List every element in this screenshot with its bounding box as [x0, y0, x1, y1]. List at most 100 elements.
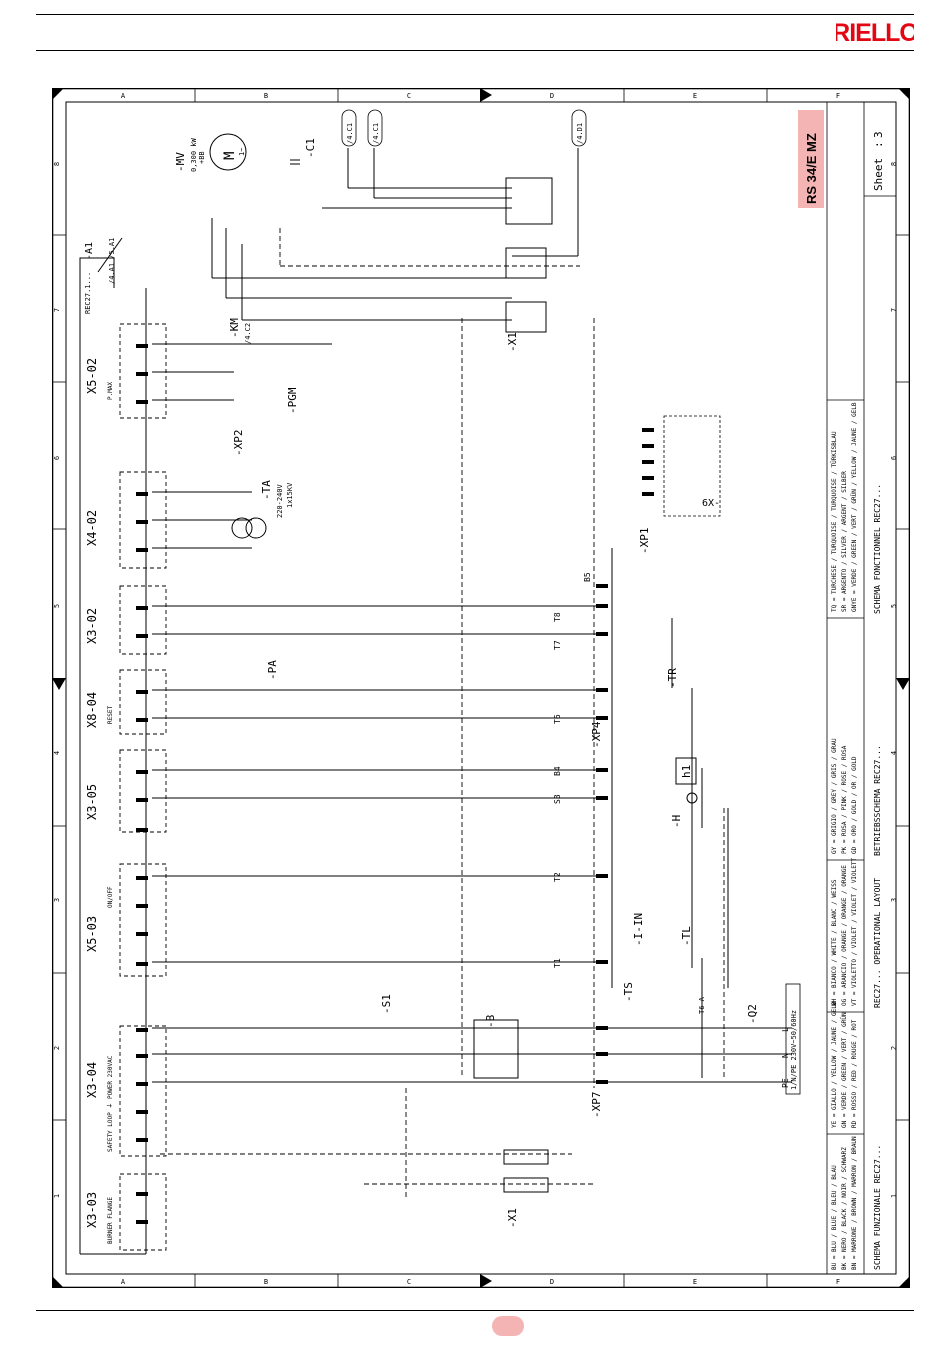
x3-03-sub: BURNER FLANGE: [107, 1197, 114, 1244]
xp2-label: -XP2: [232, 430, 245, 457]
ta-volt: 220-240V: [276, 483, 284, 518]
sheet-number: Sheet 3 :: [872, 131, 885, 191]
x4-02-label: X4-02: [85, 510, 99, 546]
row-5-right: 5: [890, 604, 898, 608]
row-2-left: 2: [53, 1046, 61, 1050]
terminal-labels: T1 T2 S3 B4 T6 T7 T8 B5 L N PE: [553, 572, 790, 1088]
h1-box: [675, 757, 697, 785]
x1b-label: -X1: [506, 1208, 519, 1228]
km-label: -KM: [228, 318, 241, 338]
cross-ref-texts: /4.C1 /4.C1 /4.D1: [346, 123, 584, 144]
term-L: L: [781, 1027, 790, 1032]
page-number-badge: [492, 1316, 524, 1336]
capacitor-symbol: [290, 159, 300, 165]
legend-gy: GY = GRIGIO / GREY / GRIS / GRAU: [831, 738, 838, 854]
x1-label: -X1: [506, 332, 519, 352]
supply-label: 1/N/PE 230V~50/60Hz: [790, 1010, 798, 1090]
row-7-left: 7: [53, 308, 61, 312]
km-ref: /4.C2: [244, 323, 252, 344]
term-PE: PE: [781, 1078, 790, 1088]
term-B4: B4: [553, 766, 562, 776]
ts-label: -TS: [622, 982, 635, 1002]
mv-power: 0,300 kW: [190, 137, 198, 172]
legend-rd: RD = ROSSO / RED / ROUGE / ROT: [851, 1019, 858, 1128]
h1-label: h1: [680, 765, 693, 778]
row-8-right: 8: [890, 162, 898, 166]
earth-terminal-2: [503, 1177, 549, 1193]
row-6-left: 6: [53, 456, 61, 460]
sheet-label: Sheet: [872, 158, 885, 191]
legend-tq: TQ = TURCHESE / TURQUOISE / TURQUOISE / …: [831, 431, 838, 612]
col-F-bottom: F: [836, 1278, 840, 1286]
col-E-top: E: [693, 92, 697, 100]
x8-04-label: X8-04: [85, 692, 99, 728]
xp7-label: -XP7: [590, 1092, 603, 1119]
plug-6x-label: 6X-: [702, 498, 720, 509]
ref-km: /4.C1: [346, 123, 354, 144]
col-A-top: A: [121, 92, 126, 100]
row-3-right: 3: [890, 898, 898, 902]
pgm-label: -PGM: [286, 387, 299, 414]
header-rule-bottom: [36, 50, 914, 51]
col-A-bottom: A: [121, 1278, 126, 1286]
legend-bu: BU = BLU / BLUE / BLEU / BLAU: [831, 1165, 838, 1270]
ref-n: /4.D1: [576, 123, 584, 144]
term-T7: T7: [553, 640, 562, 650]
brand-logo-text: RIELLO: [836, 19, 914, 46]
col-F-top: F: [836, 92, 840, 100]
mv-bb: +BB: [198, 151, 206, 164]
component-labels: -KM /4.C2 -PGM -XP2 -PA -TR -XP4 -XP1 -X…: [228, 318, 759, 1228]
legend-gd: GD = ORO / GOLD / OR / GOLD: [851, 756, 858, 854]
dashed-wiring: [160, 228, 725, 1198]
x3-04-sub: SAFETY LOOP ⏚ POWER 230VAC: [107, 1055, 114, 1152]
header-rule-top: [36, 14, 914, 15]
legend-pk: PK = ROSA / PINK / ROSE / ROSA: [841, 745, 848, 854]
footer-rule: [36, 1310, 914, 1311]
row-1-right: 1: [890, 1194, 898, 1198]
row-7-right: 7: [890, 308, 898, 312]
h-lamp-symbol: [686, 792, 698, 804]
tr-label: -TR: [666, 668, 679, 688]
in-label: -I-IN: [632, 913, 645, 946]
tl-label: -TL: [680, 926, 693, 946]
transformer-coil-2: [245, 517, 267, 539]
x5-02-sub: P.MAX: [107, 382, 114, 400]
title-it: SCHEMA FUNZIONALE REC27...: [873, 1145, 882, 1270]
row-8-left: 8: [53, 162, 61, 166]
row-5-left: 5: [53, 604, 61, 608]
legend-bn: BN = MARRONE / BROWN / MARRON / BRAUN: [851, 1136, 858, 1270]
xp1-label: -XP1: [638, 528, 651, 555]
wiring-lines: [152, 148, 792, 1083]
title-de: BETRIEBSSCHEMA REC27...: [873, 745, 882, 856]
x3-05-label: X3-05: [85, 784, 99, 820]
s1-label: -S1: [380, 994, 393, 1014]
row-4-left: 4: [53, 751, 61, 755]
row-3-left: 3: [53, 898, 61, 902]
term-T6: T6: [553, 714, 562, 724]
language-titles: SCHEMA FUNZIONALE REC27... REC27... OPER…: [873, 484, 882, 1270]
x5-03-label: X5-03: [85, 916, 99, 952]
term-S3: S3: [553, 794, 562, 804]
col-C-top: C: [407, 92, 411, 100]
row-4-right: 4: [890, 751, 898, 755]
row-6-right: 6: [890, 456, 898, 460]
c1-label: -C1: [304, 138, 317, 158]
grid-ticks: [52, 88, 910, 1288]
term-N: N: [781, 1053, 790, 1058]
ref-b4: /4.C1: [372, 123, 380, 144]
transformer-coil-1: [231, 517, 253, 539]
col-D-top: D: [550, 92, 554, 100]
ta-kv: 1x15KV: [286, 482, 294, 508]
legend-vt: VT = VIOLETTO / VIOLET / VIOLET / VIOLET…: [851, 858, 858, 1006]
x5-03-sub: ON/OFF: [107, 886, 114, 908]
x5-02-label: X5-02: [85, 358, 99, 394]
term-T2: T2: [553, 872, 562, 882]
sheet-number-value: 3: [872, 131, 885, 138]
q2-label: -Q2: [746, 1004, 759, 1024]
title-fr: SCHEMA FONCTIONNEL REC27...: [873, 484, 882, 614]
b-module-box: [473, 1019, 519, 1079]
x8-04-sub: RESET: [107, 706, 114, 724]
a1-label: -A1: [84, 242, 95, 260]
fuse-label: T6 A: [698, 996, 706, 1014]
